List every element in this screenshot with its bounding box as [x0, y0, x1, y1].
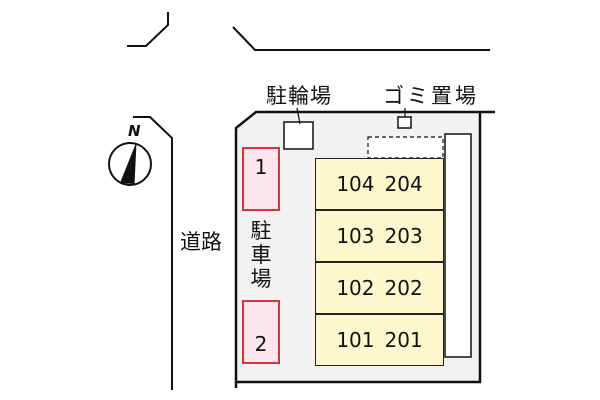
unit-row-101-201: 101 201: [315, 314, 444, 366]
lot-boundary-right: [236, 112, 482, 384]
parking-space-1: 1: [242, 147, 280, 211]
unit-first-floor: 104: [336, 172, 375, 196]
bicycle-parking-box: [283, 121, 314, 150]
parking-space-2: 2: [242, 300, 280, 364]
road-edge-top: [232, 26, 490, 51]
lot-boundary: [234, 110, 495, 388]
north-arrow-icon: [108, 142, 152, 186]
parking-space-number: 1: [254, 155, 268, 179]
parking-label: 駐車場: [250, 219, 272, 291]
trash-dashed-area: [367, 136, 444, 159]
unit-row-103-203: 103 203: [315, 210, 444, 262]
bicycle-parking-leader: [296, 107, 301, 125]
compass-north-label: N: [128, 122, 141, 140]
road-edge-left: [133, 116, 173, 390]
unit-second-floor: 201: [384, 328, 423, 352]
corridor-strip: [444, 133, 472, 358]
unit-first-floor: 103: [336, 224, 375, 248]
road-edge-top-left: [127, 12, 169, 47]
unit-second-floor: 202: [384, 276, 423, 300]
road-label: 道路: [180, 230, 222, 254]
bicycle-parking-label: 駐輪場: [266, 84, 332, 108]
unit-row-104-204: 104 204: [315, 158, 444, 210]
parking-space-number: 2: [254, 332, 268, 356]
trash-area-label: ゴミ置場: [383, 84, 479, 108]
unit-first-floor: 101: [336, 328, 375, 352]
unit-second-floor: 204: [384, 172, 423, 196]
unit-first-floor: 102: [336, 276, 375, 300]
unit-second-floor: 203: [384, 224, 423, 248]
unit-row-102-202: 102 202: [315, 262, 444, 314]
trash-area-box: [397, 116, 412, 129]
